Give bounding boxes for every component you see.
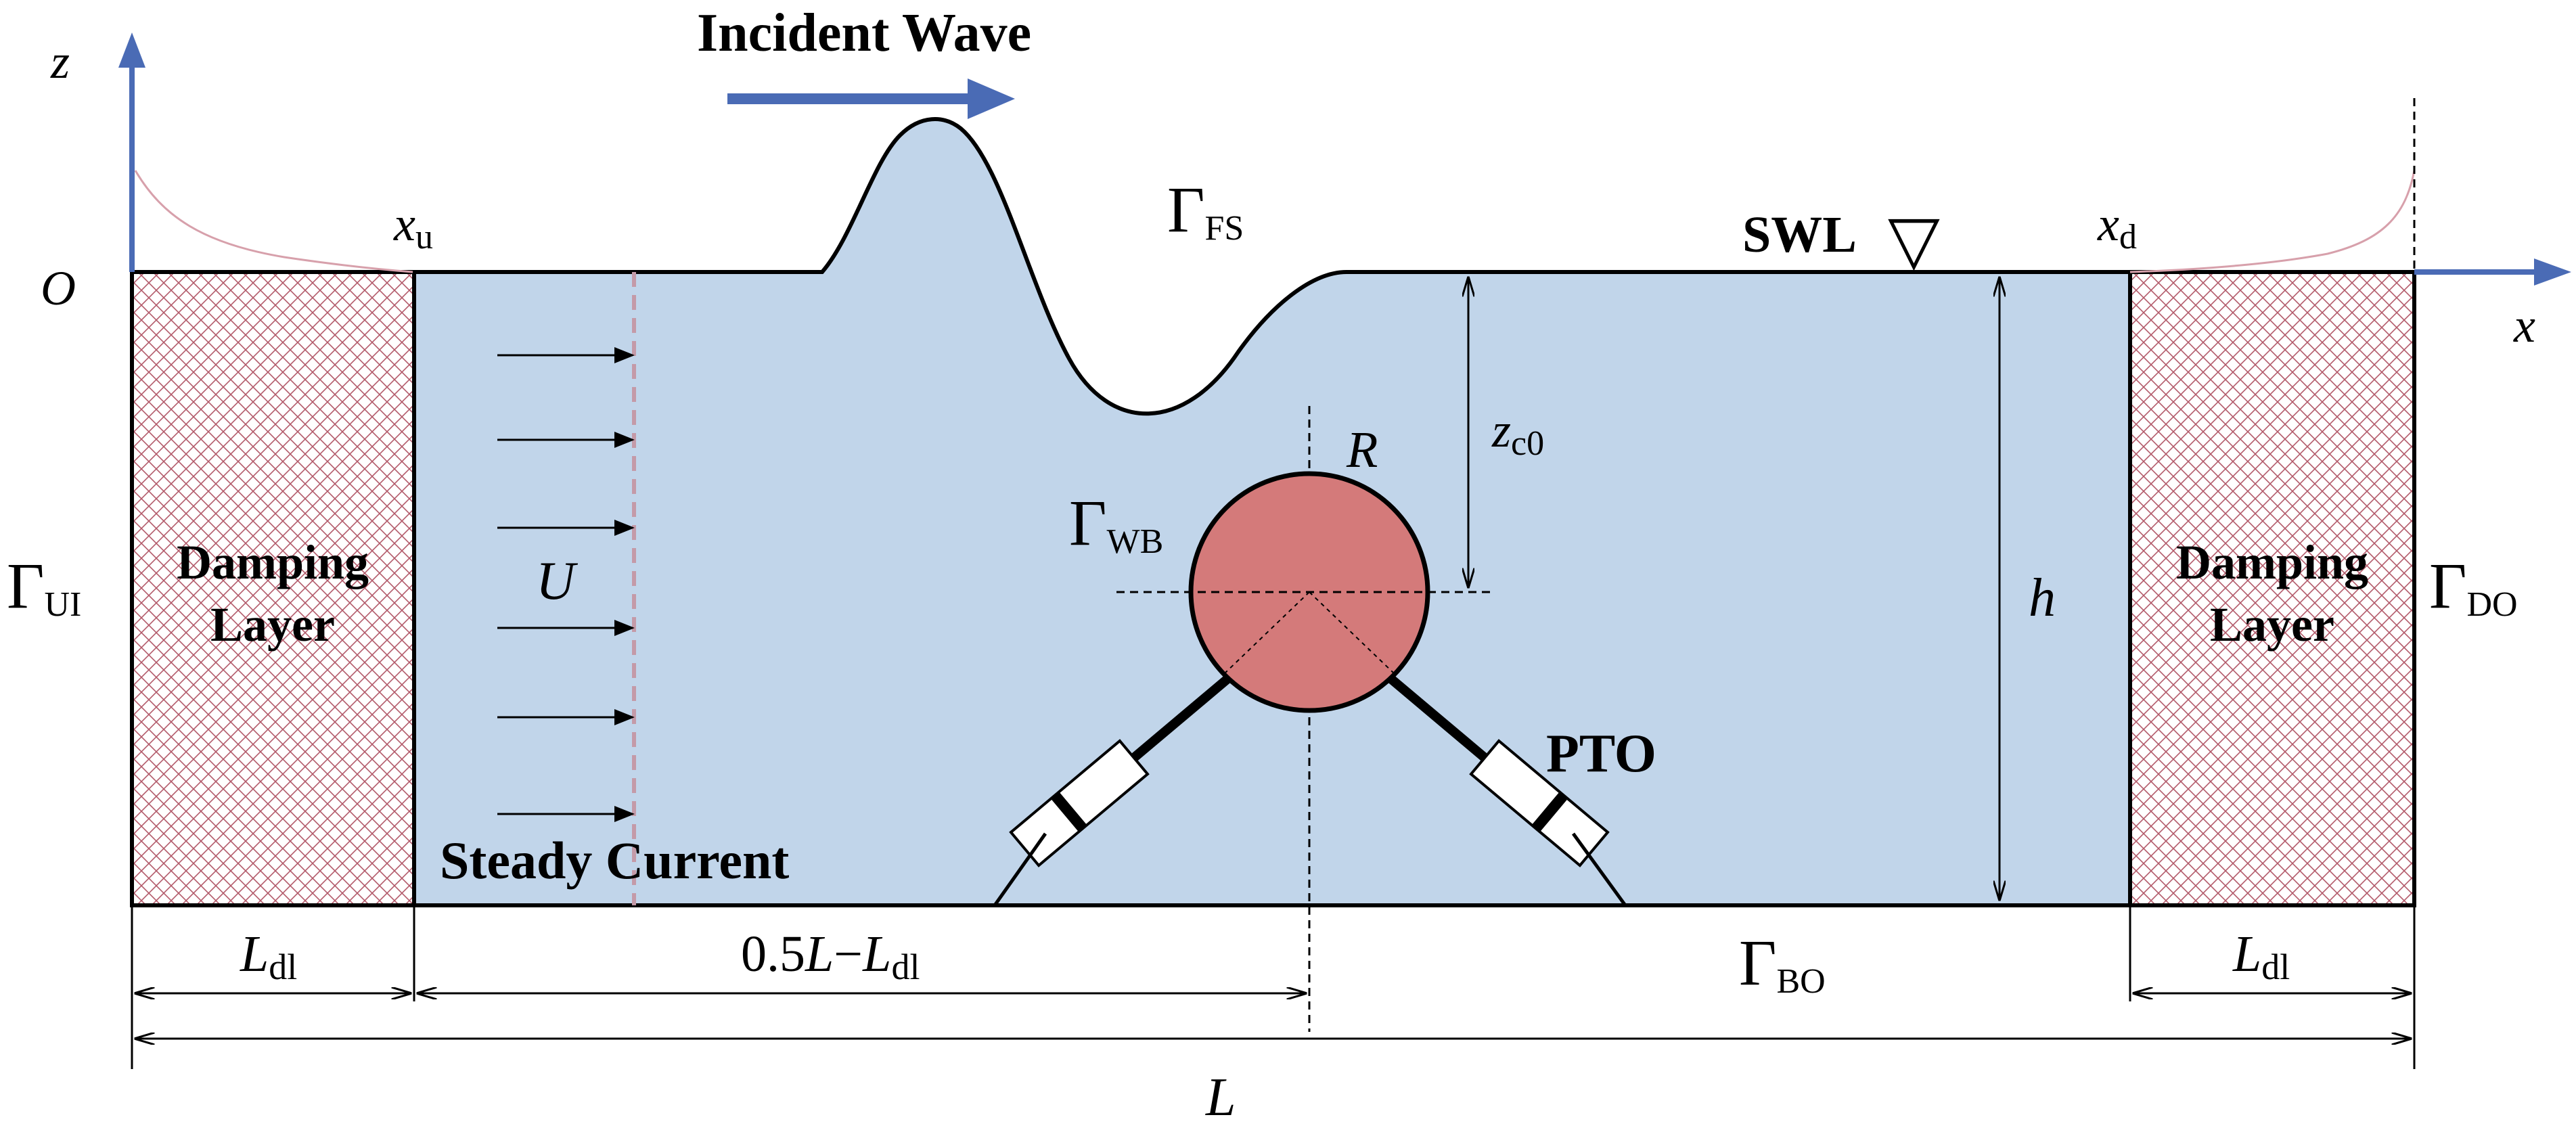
free-surface-line — [132, 117, 2414, 416]
current-arrows — [497, 347, 635, 822]
pto-left — [993, 666, 1242, 907]
gamma-bo-label: ΓBO — [1739, 926, 1826, 1001]
damping-right-line2: Layer — [2210, 597, 2334, 652]
xu-label: xu — [393, 197, 433, 256]
ldl-left-label: Ldl — [240, 926, 297, 987]
damping-curve-left — [134, 170, 413, 273]
xd-label: xd — [2097, 197, 2137, 256]
z-axis-label: z — [50, 35, 70, 89]
z-axis-arrowhead — [118, 32, 145, 68]
gamma-ui-label: ΓUI — [7, 549, 81, 624]
gamma-do-label: ΓDO — [2429, 549, 2518, 624]
incident-wave-label: Incident Wave — [697, 3, 1031, 63]
damping-left-line1: Damping — [177, 535, 369, 589]
gamma-wb-label: ΓWB — [1069, 486, 1163, 561]
radius-label: R — [1346, 422, 1378, 478]
total-length-label: L — [1205, 1068, 1236, 1127]
current-speed-label: U — [536, 551, 579, 611]
buoy-radius-left — [1224, 591, 1310, 674]
damping-layer-left — [130, 270, 416, 907]
damping-curve-right — [2129, 170, 2416, 273]
swl-symbol: ▽ — [1888, 202, 1940, 277]
pto-right — [1377, 666, 1627, 907]
depth-label: h — [2029, 568, 2056, 628]
x-axis-arrowhead — [2534, 258, 2571, 286]
x-axis-label: x — [2513, 298, 2535, 353]
incident-wave-arrowhead — [968, 78, 1015, 119]
zc0-label: zc0 — [1491, 403, 1544, 463]
damping-right-line1: Damping — [2176, 535, 2368, 589]
origin-label: O — [41, 261, 76, 315]
steady-current-label: Steady Current — [440, 831, 789, 890]
ldl-right-label: Ldl — [2232, 926, 2290, 987]
gamma-fs-label: ΓFS — [1167, 173, 1244, 248]
damping-left-line2: Layer — [210, 597, 335, 652]
pto-label: PTO — [1546, 724, 1656, 784]
buoy-radius-right — [1309, 591, 1395, 674]
swl-label: SWL — [1742, 206, 1857, 263]
half-length-label: 0.5L−Ldl — [741, 926, 920, 987]
